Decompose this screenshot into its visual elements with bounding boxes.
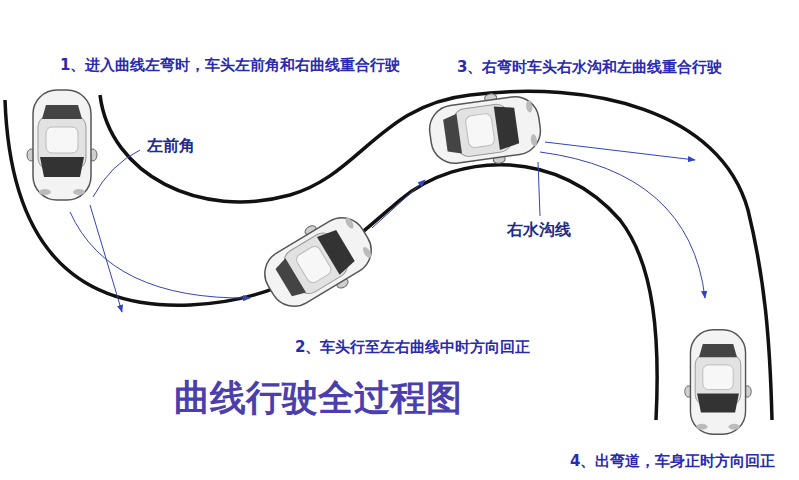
- step-label: 右水沟线: [505, 220, 573, 239]
- diagram-title: 曲线行驶全过程图: [172, 376, 464, 419]
- path-arrow: [90, 205, 122, 312]
- leader-line: [93, 150, 140, 197]
- step-label: 2、车头行至左右曲线中时方向回正: [293, 338, 532, 356]
- step-label: 4、出弯道，车身正时方向回正: [568, 452, 777, 470]
- leader-line: [538, 162, 540, 216]
- step-label: 3、右弯时车头右水沟和左曲线重合行驶: [455, 58, 724, 76]
- car-figure: [27, 90, 97, 200]
- road-edge: [5, 100, 657, 420]
- road-edge: [100, 91, 772, 420]
- path-arrow: [70, 212, 250, 298]
- car-figure: [253, 204, 383, 321]
- step-label: 左前角: [145, 136, 197, 155]
- step-label: 1、进入曲线左弯时，车头左前角和右曲线重合行驶: [58, 56, 402, 74]
- path-arrow: [372, 180, 425, 228]
- car-figure: [685, 330, 752, 435]
- car-figure: [426, 88, 545, 173]
